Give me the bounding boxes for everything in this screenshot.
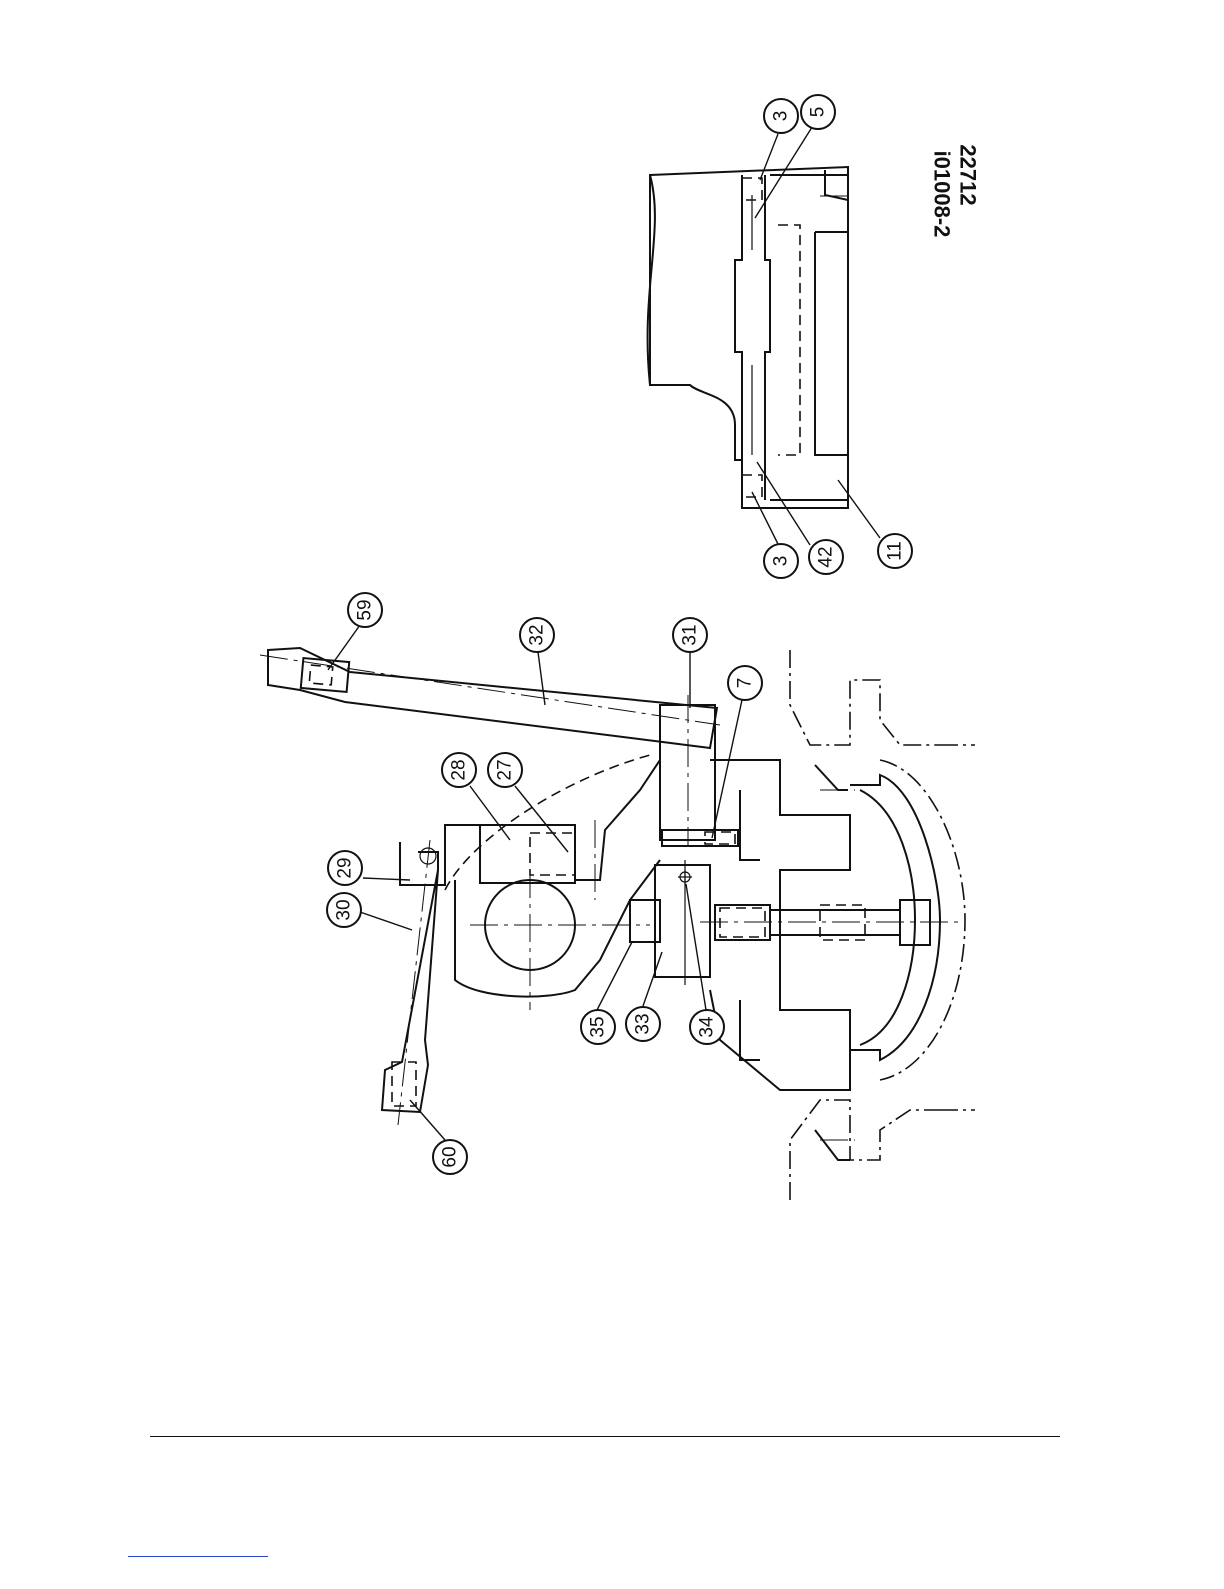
- footer-rule: [150, 1436, 1060, 1437]
- callout-3-top: 3: [764, 99, 798, 133]
- leader-30: [360, 912, 412, 930]
- detail-base-pocket: [815, 232, 848, 455]
- leader-28: [470, 786, 510, 840]
- lower-dish-inner: [860, 790, 915, 1045]
- callout-5: 5: [801, 95, 835, 129]
- detail-view: [648, 124, 880, 545]
- lever-cap-59: [301, 658, 349, 692]
- detail-slot-edge: [735, 175, 742, 500]
- main-view: [260, 625, 975, 1200]
- callout-60: 60: [433, 1140, 467, 1174]
- leader-3a: [760, 134, 778, 180]
- part-27-hidden: [530, 833, 575, 875]
- svg-text:32: 32: [527, 624, 548, 645]
- callout-35: 35: [581, 1010, 615, 1044]
- svg-text:35: 35: [588, 1016, 609, 1037]
- callout-3-bottom: 3: [764, 544, 798, 578]
- phantom-right: [940, 745, 975, 1110]
- detail-break-line: [648, 175, 655, 385]
- drawing-number: 22712: [956, 144, 981, 205]
- detail-upper-body: [650, 167, 848, 508]
- callout-42: 42: [809, 540, 843, 574]
- callout-59: 59: [348, 593, 382, 627]
- lower-dish: [850, 775, 940, 1060]
- svg-text:59: 59: [355, 599, 376, 620]
- svg-text:28: 28: [449, 759, 470, 780]
- upper-notch: [815, 765, 848, 790]
- svg-text:29: 29: [335, 857, 356, 878]
- leader-7: [712, 700, 742, 838]
- screw-7-thread: [705, 832, 735, 844]
- lower-dish-phantom: [880, 760, 965, 1080]
- leader-29: [363, 878, 410, 880]
- handle-30: [382, 852, 438, 1112]
- callout-27: 27: [488, 753, 522, 787]
- phantom-upper: [790, 650, 940, 745]
- leader-35: [597, 942, 632, 1010]
- leader-42: [757, 462, 810, 545]
- svg-text:34: 34: [697, 1016, 718, 1038]
- drawing-code: i01008-2: [930, 151, 955, 238]
- callout-28: 28: [442, 753, 476, 787]
- callout-11: 11: [878, 534, 912, 568]
- callout-29: 29: [328, 851, 362, 885]
- detail-screw-bottom: [742, 475, 762, 497]
- detail-hidden-pocket: [778, 225, 800, 455]
- callout-32: 32: [520, 618, 554, 652]
- phantom-lower: [790, 1100, 940, 1200]
- housing-right: [710, 760, 850, 1090]
- lower-notch: [815, 1130, 850, 1160]
- leader-27: [515, 786, 568, 852]
- housing-inner-steps: [740, 790, 760, 1060]
- callout-7: 7: [728, 666, 762, 700]
- svg-text:33: 33: [633, 1013, 654, 1034]
- detail-base-edges: [770, 175, 848, 500]
- leader-33: [643, 952, 662, 1006]
- svg-text:27: 27: [495, 759, 516, 780]
- callout-34: 34: [690, 1010, 724, 1044]
- svg-text:30: 30: [334, 899, 355, 920]
- svg-text:3: 3: [771, 111, 792, 122]
- drawing-id-block: i01008-2 22712: [930, 144, 981, 237]
- svg-text:3: 3: [771, 556, 792, 567]
- svg-text:5: 5: [808, 107, 829, 118]
- svg-text:7: 7: [735, 678, 756, 689]
- lever-32: [268, 648, 717, 748]
- svg-text:42: 42: [816, 546, 837, 567]
- svg-text:11: 11: [885, 541, 906, 561]
- callout-33: 33: [626, 1007, 660, 1041]
- callout-31: 31: [673, 618, 707, 652]
- callout-30: 30: [327, 893, 361, 927]
- footer-link-underline[interactable]: [128, 1556, 268, 1557]
- leader-59: [328, 625, 360, 670]
- svg-text:31: 31: [680, 624, 701, 645]
- leader-34: [686, 884, 706, 1010]
- leader-60: [410, 1100, 445, 1140]
- detail-slot-edge-2: [765, 175, 770, 500]
- svg-text:60: 60: [440, 1146, 461, 1167]
